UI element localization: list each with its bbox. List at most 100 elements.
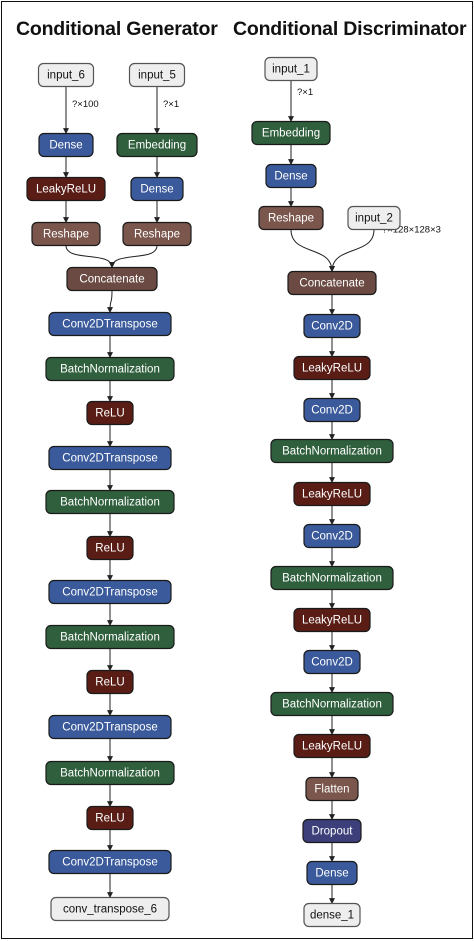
layer-node-box (48, 849, 172, 875)
layer-node-label: Dense (315, 868, 348, 880)
layer-node-box (303, 902, 361, 928)
layer-node-g-in6: input_6 (37, 62, 95, 88)
layer-node-d-conv1: Conv2D (303, 313, 361, 339)
layer-node-g-dense1: Dense (38, 132, 94, 158)
layer-node-box (86, 535, 134, 561)
edge-d-reshape-to-d-concat (290, 229, 335, 273)
layer-node-g-ct3: Conv2DTranspose (48, 579, 172, 605)
layer-node-box (347, 205, 401, 231)
layer-node-g-in5: input_5 (128, 62, 186, 88)
edge-g-concat-to-g-ct1 (107, 290, 114, 314)
layer-node-d-conv4: Conv2D (303, 649, 361, 675)
layer-node-label: ReLU (95, 677, 124, 689)
layer-node-box (45, 760, 175, 786)
layer-node-label: input_6 (47, 70, 85, 82)
layer-node-label: Reshape (134, 229, 180, 241)
layer-node-box (48, 714, 172, 740)
layer-node-g-reshape2: Reshape (122, 221, 192, 247)
layer-node-d-reshape: Reshape (258, 205, 324, 231)
layer-node-label: Embedding (262, 128, 320, 140)
layer-node-label: Concatenate (299, 278, 364, 290)
layer-node-box (293, 607, 371, 633)
layer-node-d-bn1: BatchNormalization (270, 438, 394, 464)
layer-node-d-dropout: Dropout (302, 818, 362, 844)
layer-node-label: dense_1 (310, 910, 354, 922)
layer-node-box (86, 400, 134, 426)
layer-node-box (128, 62, 186, 88)
layer-node-label: LeakyReLU (302, 363, 362, 375)
layer-node-box (86, 669, 134, 695)
layer-node-g-dense2: Dense (130, 176, 184, 202)
layer-node-box (37, 62, 95, 88)
edge-shape-label: ?×128×128×3 (382, 225, 441, 236)
layer-node-box (48, 311, 172, 337)
layer-node-d-leaky3: LeakyReLU (293, 607, 371, 633)
layer-node-box (265, 163, 317, 189)
layer-node-box (303, 523, 361, 549)
layer-node-label: Conv2D (311, 405, 353, 417)
layer-node-g-bn2: BatchNormalization (45, 489, 175, 515)
layer-node-box (270, 438, 394, 464)
layer-node-box (270, 691, 394, 717)
layer-node-label: BatchNormalization (60, 364, 160, 376)
layer-node-g-bn1: BatchNormalization (45, 356, 175, 382)
layer-node-label: Conv2DTranspose (62, 453, 157, 465)
layer-node-label: BatchNormalization (282, 446, 382, 458)
edge-g-reshape2-to-g-concat (109, 245, 158, 269)
layer-node-g-concat: Concatenate (66, 266, 158, 292)
layer-node-g-ct2: Conv2DTranspose (48, 445, 172, 471)
layer-node-g-ct1: Conv2DTranspose (48, 311, 172, 337)
layer-node-d-concat: Concatenate (287, 270, 377, 296)
layer-node-box (45, 624, 175, 650)
layer-node-g-out: conv_transpose_6 (50, 896, 170, 922)
layer-node-g-ct4: Conv2DTranspose (48, 714, 172, 740)
layer-node-label: Conv2D (311, 657, 353, 669)
layer-node-g-leaky: LeakyReLU (26, 176, 106, 202)
layer-node-label: ReLU (95, 543, 124, 555)
layer-node-box (116, 132, 198, 158)
layer-node-label: ReLU (95, 813, 124, 825)
layer-node-box (130, 176, 184, 202)
layer-node-label: Dense (274, 171, 307, 183)
layer-node-label: BatchNormalization (282, 573, 382, 585)
layer-node-box (50, 896, 170, 922)
generator-title: Conditional Generator (16, 18, 218, 40)
layer-node-box (303, 649, 361, 675)
edge-shape-label: ?×1 (297, 87, 313, 98)
layer-node-label: Reshape (43, 229, 89, 241)
layer-node-label: LeakyReLU (36, 184, 96, 196)
layer-node-label: BatchNormalization (60, 632, 160, 644)
layer-node-g-relu3: ReLU (86, 669, 134, 695)
layer-node-box (264, 56, 318, 82)
layer-node-d-leaky1: LeakyReLU (293, 355, 371, 381)
layer-node-g-relu4: ReLU (86, 805, 134, 831)
layer-node-box (258, 205, 324, 231)
layer-node-label: BatchNormalization (60, 497, 160, 509)
layer-node-box (287, 270, 377, 296)
layer-node-label: LeakyReLU (302, 741, 362, 753)
layer-node-label: LeakyReLU (302, 615, 362, 627)
layer-node-d-conv2: Conv2D (303, 397, 361, 423)
layer-node-label: input_1 (272, 64, 310, 76)
layer-node-box (293, 481, 371, 507)
layer-node-label: Reshape (268, 213, 314, 225)
layer-node-box (48, 579, 172, 605)
layer-node-box (251, 120, 331, 146)
layer-node-label: Embedding (128, 140, 186, 152)
layer-node-box (293, 355, 371, 381)
layer-node-box (45, 356, 175, 382)
edge-shape-label: ?×1 (163, 99, 179, 110)
layer-node-g-bn3: BatchNormalization (45, 624, 175, 650)
layer-node-box (303, 313, 361, 339)
layer-node-box (66, 266, 158, 292)
layer-node-d-dense1: Dense (265, 163, 317, 189)
layer-node-d-leaky2: LeakyReLU (293, 481, 371, 507)
layer-node-box (270, 565, 394, 591)
layer-node-d-leaky4: LeakyReLU (293, 733, 371, 759)
layer-node-box (293, 733, 371, 759)
layer-node-g-emb: Embedding (116, 132, 198, 158)
discriminator-title: Conditional Discriminator (233, 18, 467, 40)
layer-node-box (48, 445, 172, 471)
